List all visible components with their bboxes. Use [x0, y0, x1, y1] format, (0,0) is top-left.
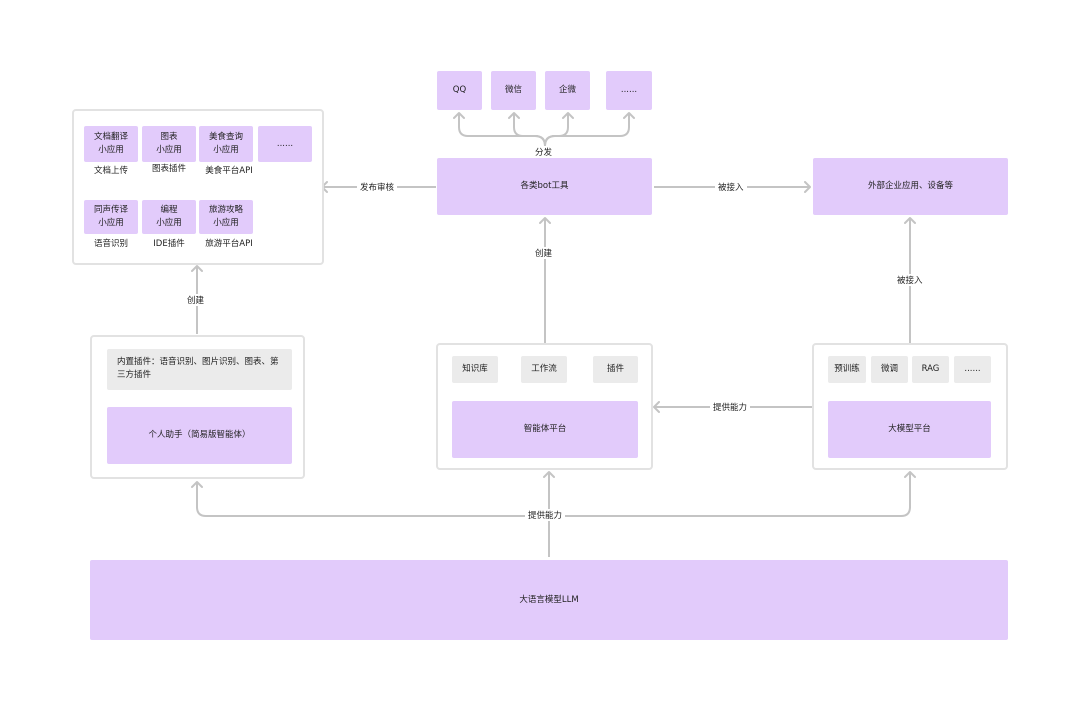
app-interpretation: 同声传译 小应用 — [84, 200, 138, 234]
channel-wecom: 企微 — [545, 71, 590, 110]
app-label: 美食查询 小应用 — [208, 132, 243, 155]
app-travel: 旅游攻略 小应用 — [199, 200, 253, 234]
label-distribute: 分发 — [532, 146, 556, 158]
model-platform-box: 大模型平台 — [828, 401, 991, 458]
app-programming: 编程 小应用 — [142, 200, 196, 234]
channel-more: ...... — [606, 71, 652, 110]
label-publish-review: 发布审核 — [357, 181, 398, 193]
app-label: 文档翻译 小应用 — [93, 132, 128, 155]
app-label: 图表 小应用 — [156, 132, 182, 155]
tool-knowledge-base: 知识库 — [452, 356, 498, 383]
app-caption: 语音识别 — [93, 239, 128, 249]
app-doc-translate: 文档翻译 小应用 — [84, 126, 138, 162]
label-access-vertical: 被接入 — [894, 274, 926, 286]
app-caption: 美食平台API — [205, 166, 253, 176]
app-caption: IDE插件 — [153, 239, 185, 249]
label-create-left: 创建 — [184, 294, 208, 306]
label-create-center: 创建 — [532, 247, 556, 259]
app-label: ...... — [276, 138, 294, 149]
tool-finetune: 微调 — [871, 356, 908, 383]
app-label: 同声传译 小应用 — [93, 205, 128, 228]
app-label: 旅游攻略 小应用 — [208, 205, 243, 228]
personal-assistant-box: 个人助手（简易版智能体） — [107, 407, 292, 464]
builtin-plugins-text: 内置插件：语音识别、图片识别、图表、第三方插件 — [117, 357, 279, 380]
tool-more: ...... — [954, 356, 991, 383]
channel-qq: QQ — [437, 71, 482, 110]
channel-wechat: 微信 — [491, 71, 536, 110]
app-caption: 旅游平台API — [205, 239, 253, 249]
tool-workflow: 工作流 — [521, 356, 567, 383]
app-caption: 图表插件 — [151, 164, 186, 174]
label-provide-bottom: 提供能力 — [525, 509, 566, 521]
tool-rag: RAG — [912, 356, 949, 383]
bot-tools-box: 各类bot工具 — [437, 158, 652, 215]
app-label: 编程 小应用 — [156, 205, 182, 228]
llm-box: 大语言模型LLM — [90, 560, 1008, 640]
builtin-plugins: 内置插件：语音识别、图片识别、图表、第三方插件 — [107, 349, 292, 390]
app-chart: 图表 小应用 — [142, 126, 196, 162]
tool-plugin: 插件 — [593, 356, 638, 383]
agent-platform-box: 智能体平台 — [452, 401, 638, 458]
label-access-right: 被接入 — [715, 181, 747, 193]
tool-pretraining: 预训练 — [828, 356, 866, 383]
label-provide-mid: 提供能力 — [710, 401, 751, 413]
app-food-query: 美食查询 小应用 — [199, 126, 253, 162]
external-apps-box: 外部企业应用、设备等 — [813, 158, 1008, 215]
app-caption: 文档上传 — [93, 166, 128, 176]
app-more: ...... — [258, 126, 312, 162]
